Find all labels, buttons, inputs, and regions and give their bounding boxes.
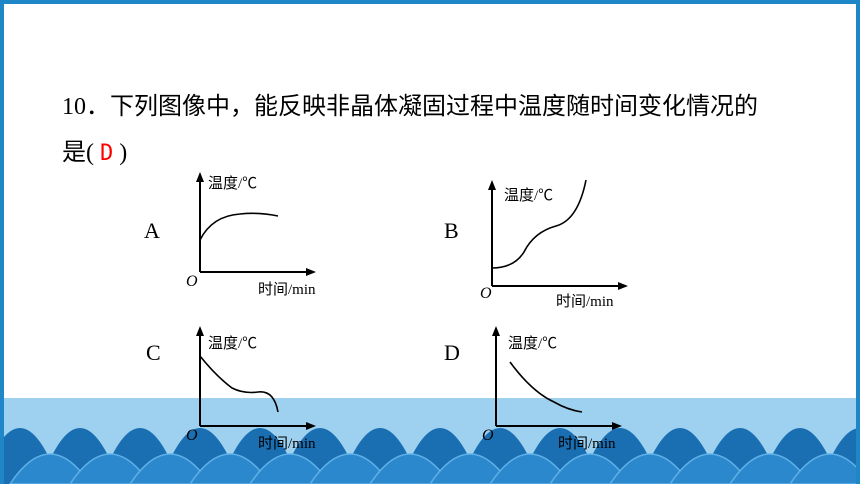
option-b-graph: 温度/℃ 时间/min O: [480, 179, 628, 310]
option-a-y-label: 温度/℃: [208, 175, 257, 192]
option-d-y-label: 温度/℃: [508, 335, 557, 352]
question-text: 10．下列图像中，能反映非晶体凝固过程中温度随时间变化情况的: [62, 88, 758, 126]
frame-right: [856, 0, 860, 484]
wave-decoration: [0, 398, 860, 484]
option-a-origin: O: [186, 273, 198, 290]
option-b-y-label: 温度/℃: [504, 187, 553, 204]
option-c-graph: 温度/℃ 时间/min O: [186, 326, 316, 452]
option-b-label: B: [444, 218, 459, 243]
option-c-origin: O: [186, 427, 198, 444]
option-d-origin: O: [482, 427, 494, 444]
option-b-origin: O: [480, 285, 492, 302]
option-d-label: D: [444, 340, 460, 365]
frame-left: [0, 0, 4, 484]
option-d-graph: 温度/℃ 时间/min O: [482, 326, 622, 452]
option-d-x-label: 时间/min: [558, 435, 616, 452]
question-stem-end: 是: [62, 140, 86, 166]
paren-open: (: [86, 140, 94, 166]
option-a-x-label: 时间/min: [258, 281, 316, 298]
answer: D: [100, 141, 114, 166]
option-b-x-label: 时间/min: [556, 293, 614, 310]
option-c-y-label: 温度/℃: [208, 335, 257, 352]
option-a-label: A: [144, 218, 160, 243]
question-number: 10．: [62, 94, 110, 120]
question-stem: 下列图像中，能反映非晶体凝固过程中温度随时间变化情况的: [110, 94, 758, 120]
option-c-x-label: 时间/min: [258, 435, 316, 452]
option-c-label: C: [146, 340, 161, 365]
answer-line: 是(D): [62, 132, 127, 167]
option-a-graph: 温度/℃ 时间/min O: [186, 172, 316, 298]
frame-top: [0, 0, 860, 4]
paren-close: ): [119, 140, 128, 166]
